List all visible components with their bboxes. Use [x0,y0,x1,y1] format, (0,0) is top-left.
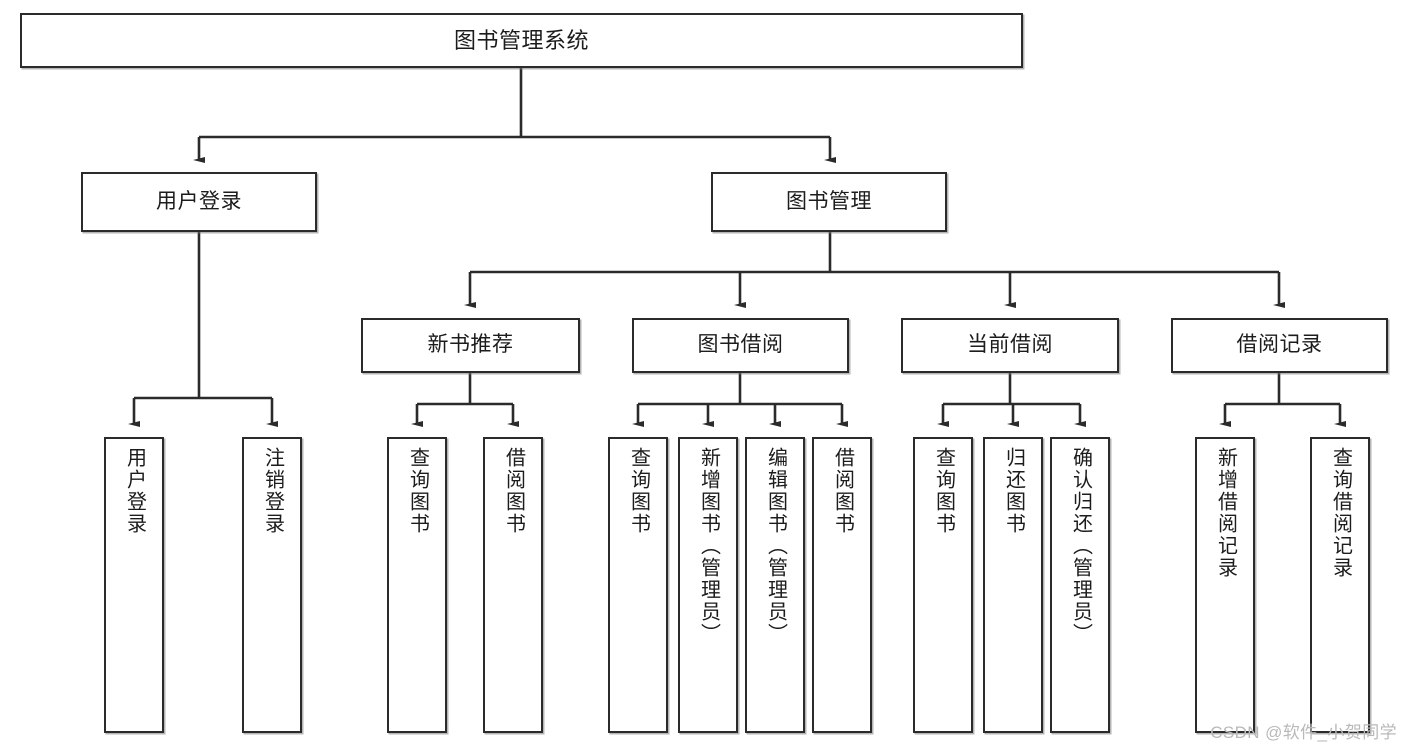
node-book-borrow[interactable]: 图书借阅 [632,318,849,373]
node-label: 图书借阅 [697,333,784,357]
leaf-return-book[interactable]: 归还图书 [983,437,1043,733]
node-label: 借阅记录 [1236,333,1323,357]
node-label: 归还图书 [1002,447,1025,535]
node-label: 新增图书（管理员） [697,447,720,645]
node-label: 查询图书 [406,447,429,535]
leaf-query-book-borrow[interactable]: 查询图书 [608,437,668,733]
leaf-user-login[interactable]: 用户登录 [104,437,164,733]
node-label: 借阅图书 [502,447,525,535]
node-label: 借阅图书 [831,447,854,535]
node-label: 图书管理 [786,189,872,213]
node-label: 查询图书 [627,447,650,535]
watermark: CSDN @软件_小贺同学 [1210,723,1397,742]
leaf-borrow-book[interactable]: 借阅图书 [812,437,872,733]
node-new-book-recommend[interactable]: 新书推荐 [361,318,580,373]
node-label: 查询图书 [932,447,955,535]
node-borrow-record[interactable]: 借阅记录 [1171,318,1388,373]
leaf-query-book-recommend[interactable]: 查询图书 [387,437,447,733]
node-label: 图书管理系统 [453,27,589,53]
leaf-borrow-book-recommend[interactable]: 借阅图书 [483,437,543,733]
node-label: 确认归还（管理员） [1069,447,1092,645]
node-label: 用户登录 [123,447,146,535]
node-label: 查询借阅记录 [1329,447,1352,579]
node-label: 新增借阅记录 [1214,447,1237,579]
node-label: 注销登录 [261,447,284,535]
node-root-book-management-system[interactable]: 图书管理系统 [20,13,1023,68]
node-book-management[interactable]: 图书管理 [711,172,947,232]
node-current-borrow[interactable]: 当前借阅 [901,318,1119,373]
leaf-edit-book-admin[interactable]: 编辑图书（管理员） [745,437,805,733]
node-label: 用户登录 [156,189,242,213]
node-user-login[interactable]: 用户登录 [81,172,317,232]
node-label: 新书推荐 [427,333,514,357]
node-label: 编辑图书（管理员） [764,447,787,645]
node-label: 当前借阅 [967,333,1053,357]
leaf-query-book-current[interactable]: 查询图书 [913,437,973,733]
leaf-confirm-return-admin[interactable]: 确认归还（管理员） [1050,437,1110,733]
leaf-logout[interactable]: 注销登录 [242,437,302,733]
leaf-add-borrow-record[interactable]: 新增借阅记录 [1195,437,1255,733]
leaf-add-book-admin[interactable]: 新增图书（管理员） [678,437,738,733]
leaf-query-borrow-record[interactable]: 查询借阅记录 [1310,437,1370,733]
